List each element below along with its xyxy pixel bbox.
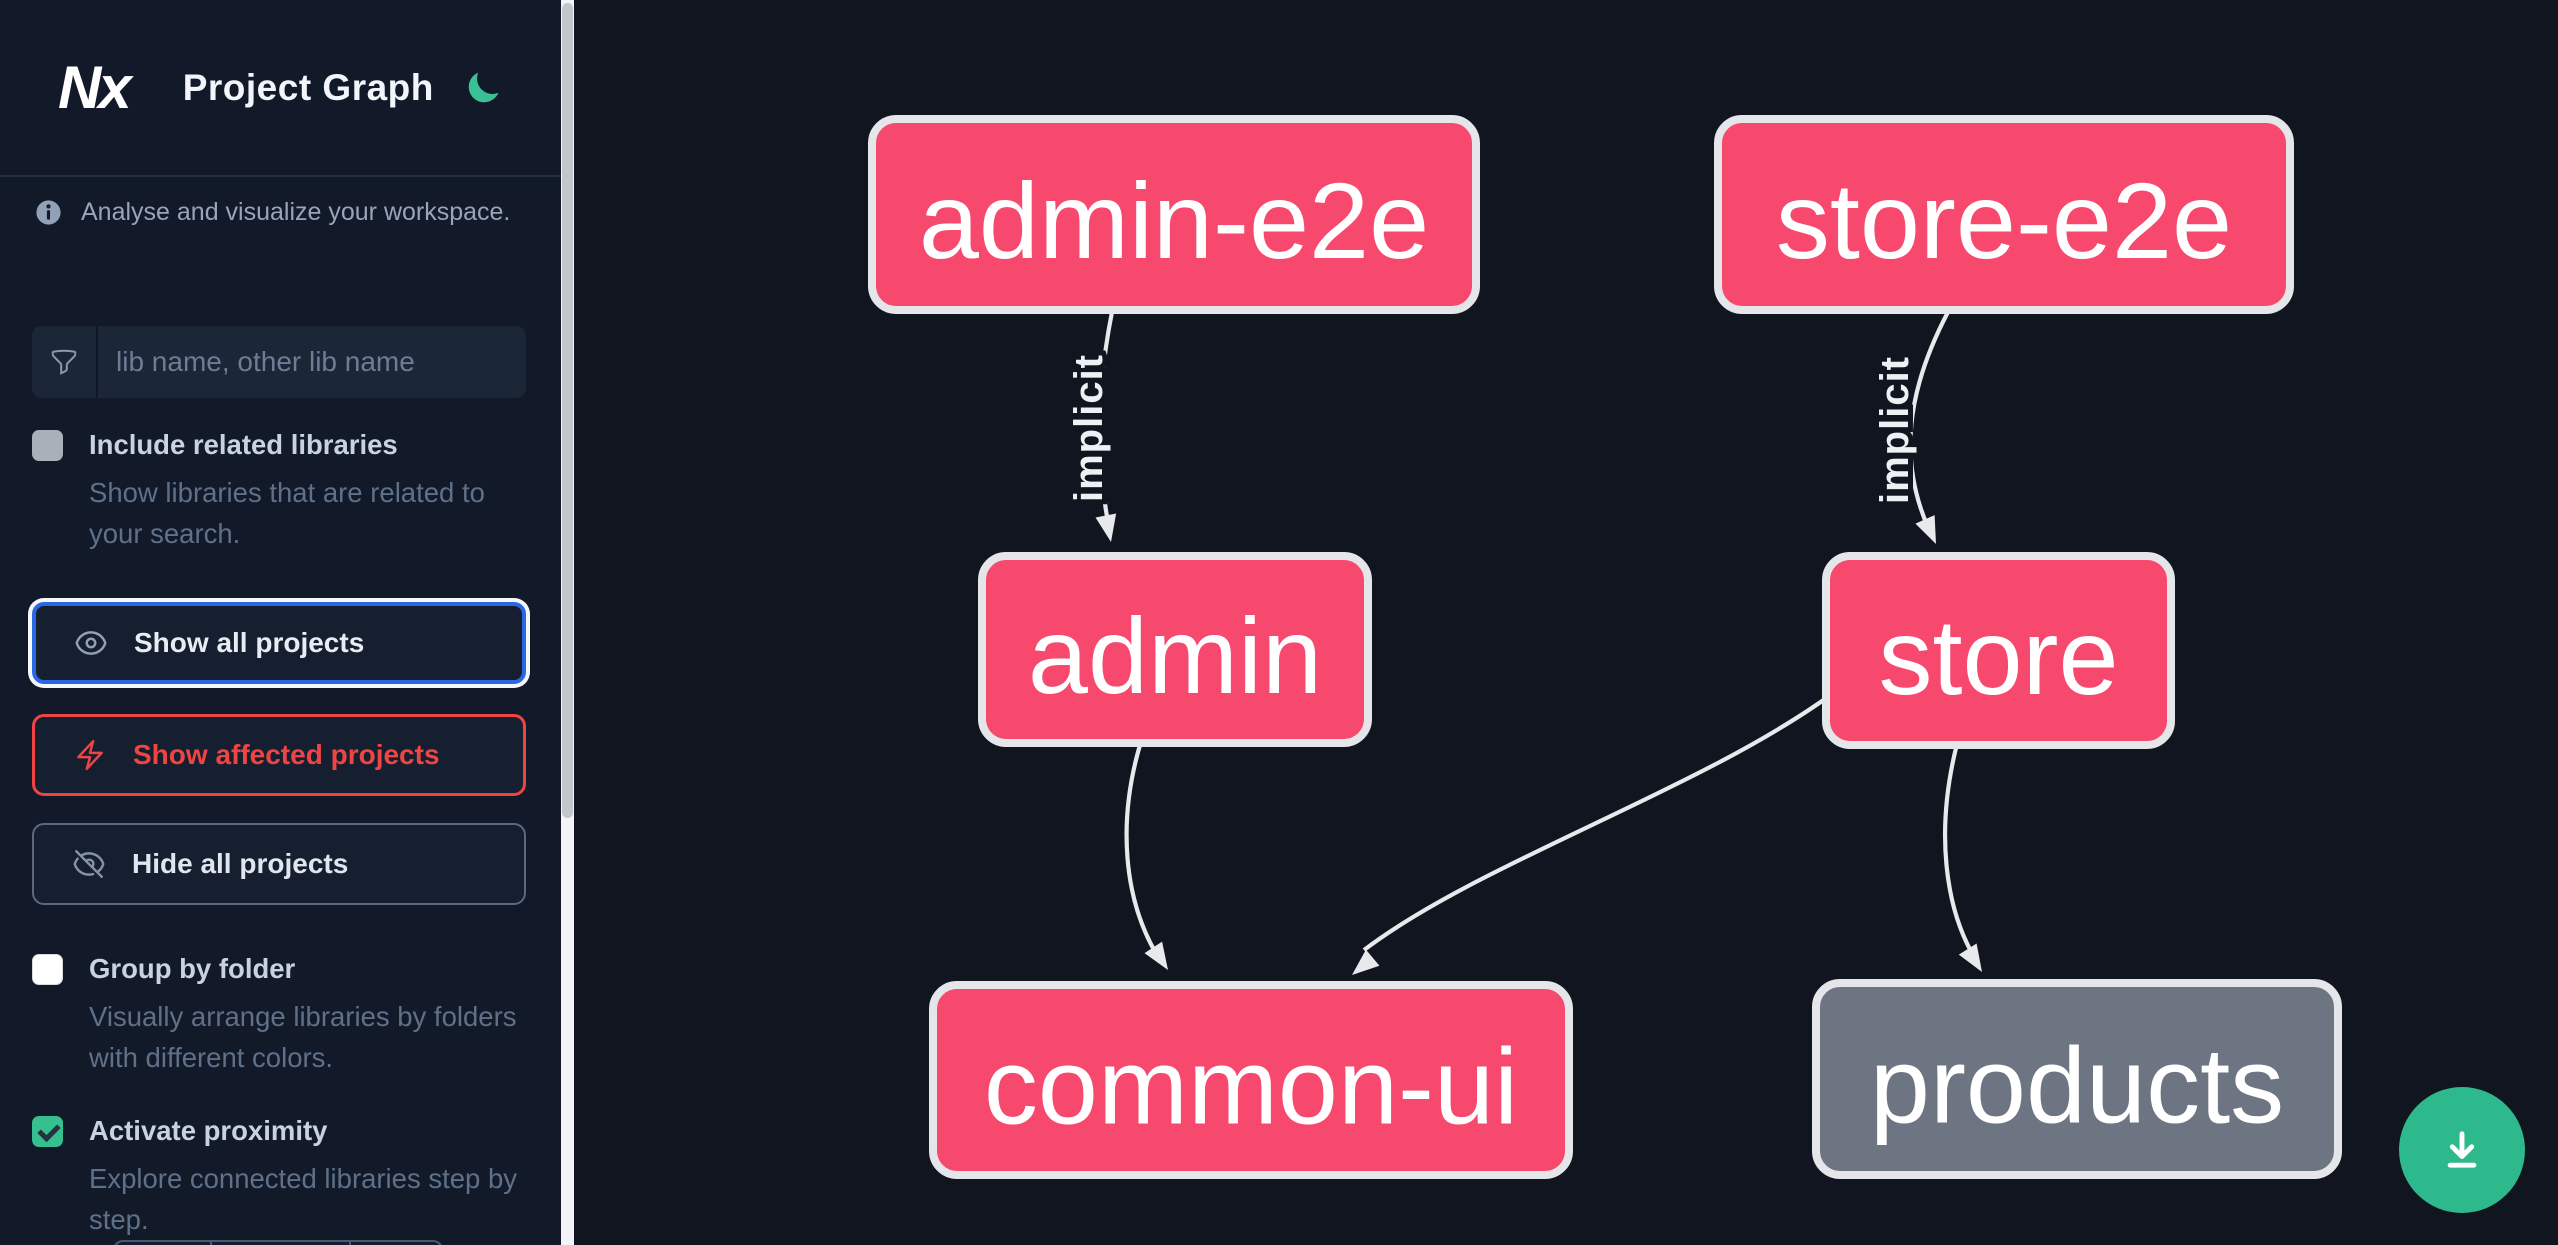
include-related-checkbox[interactable] [32,430,63,461]
svg-text:common-ui: common-ui [984,1026,1518,1147]
sidebar: Nx Project Graph Analyse and visualize y… [0,0,561,1245]
svg-text:admin-e2e: admin-e2e [919,160,1429,281]
filter-icon [32,326,98,398]
graph-edge-arrowhead [1958,943,1982,972]
graph-node-products[interactable]: products [1812,979,2342,1179]
toggle-description: Show libraries that are related to your … [89,477,485,549]
svg-text:store: store [1878,596,2118,717]
graph-node-admin-e2e[interactable]: admin-e2e [868,115,1480,314]
graph-edge-store-products [1943,747,1978,962]
hide-all-projects-button[interactable]: Hide all projects [32,823,526,905]
stepper-value [212,1242,351,1245]
graph-node-store-e2e[interactable]: store-e2e [1714,115,2294,314]
edge-label-implicit: implicit [1873,356,1917,504]
button-label: Hide all projects [132,848,349,879]
eye-icon [75,631,107,655]
graph-edge-arrowhead [1095,513,1117,542]
toggle-description: Visually arrange libraries by folders wi… [89,1001,517,1073]
eye-off-icon [73,850,105,878]
info-icon [36,200,61,225]
graph-edge-arrowhead [1352,949,1380,975]
page-title: Project Graph [182,66,434,108]
theme-toggle-button[interactable] [461,66,505,110]
download-icon [2447,1131,2477,1168]
workspace-info-text: Analyse and visualize your workspace. [81,198,511,226]
button-label: Show affected projects [133,739,440,770]
graph-node-store[interactable]: store [1822,552,2175,749]
moon-icon [468,72,499,102]
graph-edge-store-e2e-store [1908,311,1950,533]
button-label: Show all projects [134,627,365,658]
sidebar-header: Nx Project Graph [0,0,561,177]
show-all-projects-button[interactable]: Show all projects [32,602,526,684]
proximity-stepper[interactable] [113,1240,443,1245]
graph-edge-admin-e2e-admin [1097,311,1115,529]
edge-label-implicit: implicit [1067,354,1111,502]
toggle-label: Activate proximity [89,1115,328,1146]
nx-logo: Nx [58,54,132,121]
search-box [32,326,526,398]
svg-text:store-e2e: store-e2e [1776,160,2232,281]
activate-proximity-checkbox[interactable] [32,1116,63,1147]
sidebar-scrollbar-thumb[interactable] [562,3,573,818]
toggle-label: Group by folder [89,953,296,984]
toggle-activate-proximity: Activate proximity Explore connected lib… [32,1114,544,1240]
graph-edge-arrowhead [1915,515,1936,544]
group-by-folder-checkbox[interactable] [32,954,63,985]
toggle-label: Include related libraries [89,429,398,460]
toggle-group-by-folder: Group by folder Visually arrange librari… [32,952,544,1078]
workspace-info: Analyse and visualize your workspace. [34,198,531,227]
toggle-include-related-libraries: Include related libraries Show libraries… [32,428,544,554]
search-input[interactable] [98,326,526,398]
graph-edge-admin-common-ui [1124,744,1162,962]
bolt-icon [77,739,103,771]
sidebar-scrollbar [561,0,574,1245]
graph-node-admin[interactable]: admin [978,552,1372,747]
toggle-description: Explore connected libraries step by step… [89,1163,518,1235]
show-affected-projects-button[interactable]: Show affected projects [32,714,526,796]
svg-text:products: products [1870,1025,2284,1146]
stepper-decrement[interactable] [115,1242,212,1245]
svg-text:admin: admin [1028,595,1322,716]
graph-node-common-ui[interactable]: common-ui [929,981,1573,1179]
download-image-button[interactable] [2399,1087,2525,1213]
graph-edge-store-common-ui [1362,692,1834,952]
graph-edge-arrowhead [1144,941,1168,970]
